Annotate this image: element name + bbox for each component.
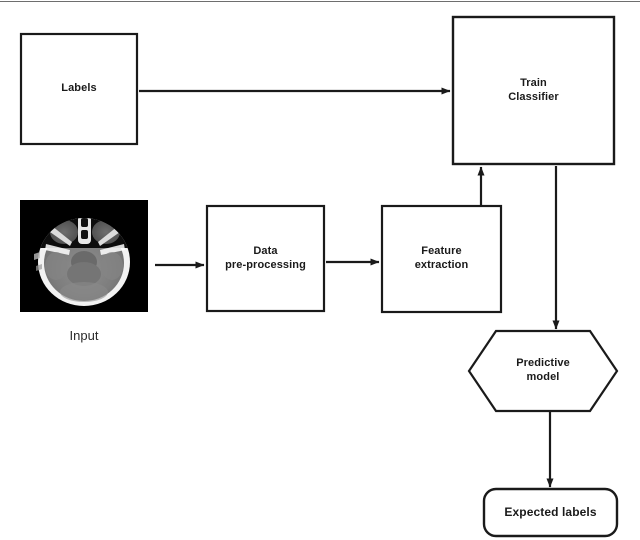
node-expected-labels-shape[interactable]: [482, 487, 619, 538]
node-feature-extraction-shape[interactable]: [380, 204, 503, 314]
node-labels-shape[interactable]: [19, 32, 139, 146]
node-train-classifier-shape[interactable]: [451, 15, 616, 166]
node-data-preprocessing-shape[interactable]: [205, 204, 326, 313]
input-image-caption: Input: [69, 328, 99, 343]
frame-top-rule: [0, 1, 640, 2]
ct-brain-scan-icon: [20, 200, 148, 312]
input-ct-brain-scan-image: [20, 200, 148, 312]
node-predictive-model-shape[interactable]: [467, 329, 619, 413]
